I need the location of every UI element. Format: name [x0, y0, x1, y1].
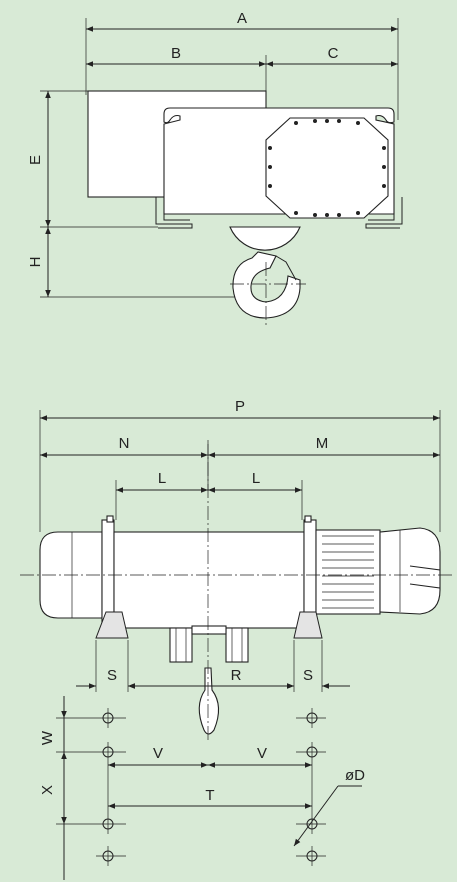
label-p: P [235, 398, 245, 415]
side-view: A B C E H [27, 10, 403, 326]
label-l-right: L [252, 470, 260, 487]
label-c: C [328, 45, 339, 62]
label-a: A [237, 10, 247, 27]
label-v-left: V [153, 745, 163, 762]
gearbox [315, 529, 381, 615]
label-m: M [316, 435, 329, 452]
label-w: W [39, 730, 56, 745]
label-v-right: V [257, 745, 267, 762]
label-s-left: S [107, 667, 117, 684]
hook-block [229, 226, 301, 251]
label-h: H [27, 257, 44, 268]
label-b: B [171, 45, 181, 62]
front-view: P N M L L [20, 398, 452, 880]
label-x: X [39, 785, 56, 795]
hook-front [198, 667, 220, 735]
octagon-cover [265, 117, 389, 219]
label-e: E [27, 155, 44, 165]
trolley-wheels [169, 625, 249, 663]
label-n: N [119, 435, 130, 452]
label-l-left: L [158, 470, 166, 487]
hook [232, 251, 301, 319]
dia-leader [293, 785, 339, 847]
label-d: øD [345, 767, 365, 784]
drum [113, 531, 305, 629]
gearbox-ribs [322, 535, 374, 609]
cover-bolts [268, 119, 386, 217]
rail-right [365, 197, 403, 229]
right-foot [293, 611, 323, 639]
label-t: T [205, 787, 214, 804]
right-motor [379, 527, 441, 615]
label-r: R [231, 667, 242, 684]
label-s-right: S [303, 667, 313, 684]
left-foot [95, 611, 129, 639]
rail-left [155, 197, 193, 229]
bolt-holes [96, 708, 326, 866]
